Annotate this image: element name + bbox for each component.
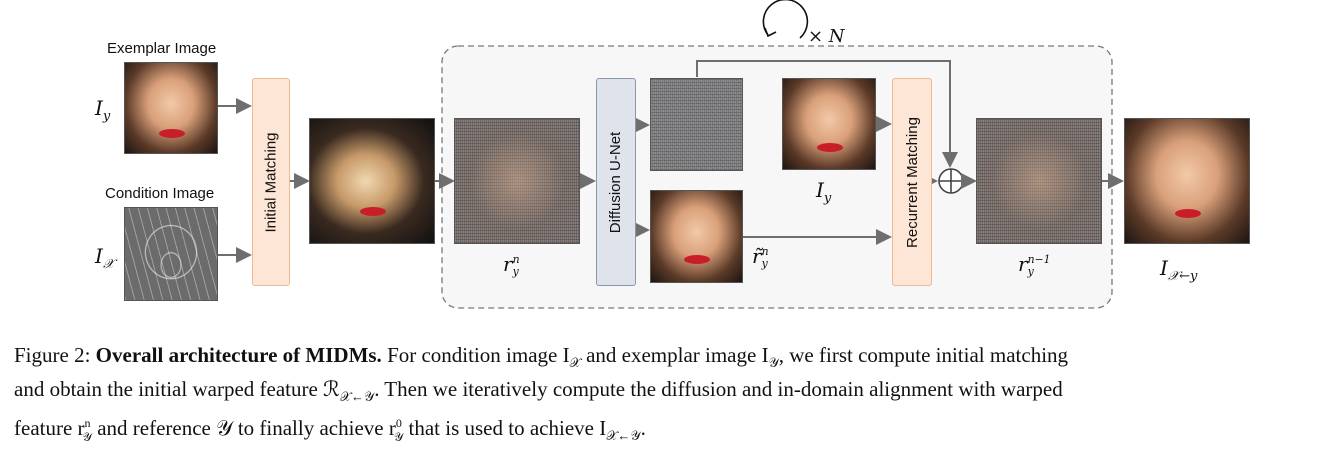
loop-count-label: × N	[808, 26, 845, 47]
output-image	[1124, 118, 1250, 244]
recurrent-matching-block: Recurrent Matching	[892, 78, 932, 286]
exemplar-image	[124, 62, 218, 154]
initial-matching-block: Initial Matching	[252, 78, 290, 286]
condition-image-title: Condition Image	[105, 185, 215, 202]
recurrent-matching-label: Recurrent Matching	[903, 116, 921, 248]
diffusion-unet-label: Diffusion U-Net	[607, 131, 625, 233]
warped-feature-image	[309, 118, 435, 244]
exemplar-image-mid	[782, 78, 876, 170]
figure-caption: Figure 2: Overall architecture of MIDMs.…	[14, 343, 1069, 444]
noisy-feature-image	[454, 118, 580, 244]
label-I-x-left: I𝒳	[95, 244, 115, 272]
arrow-noise-skip	[696, 60, 958, 168]
predicted-noise-image	[650, 78, 743, 171]
diffusion-unet-block: Diffusion U-Net	[596, 78, 636, 286]
loop-arrow-icon	[762, 0, 809, 39]
exemplar-image-title: Exemplar Image	[107, 40, 217, 57]
label-I-y-mid: Iy	[816, 178, 832, 206]
updated-feature-image	[976, 118, 1102, 244]
initial-matching-label: Initial Matching	[262, 131, 280, 233]
condition-sketch-image	[124, 207, 218, 301]
denoised-estimate-image	[650, 190, 743, 283]
label-output: I𝒳←y	[1160, 256, 1198, 284]
label-I-y-left: Iy	[95, 96, 111, 124]
